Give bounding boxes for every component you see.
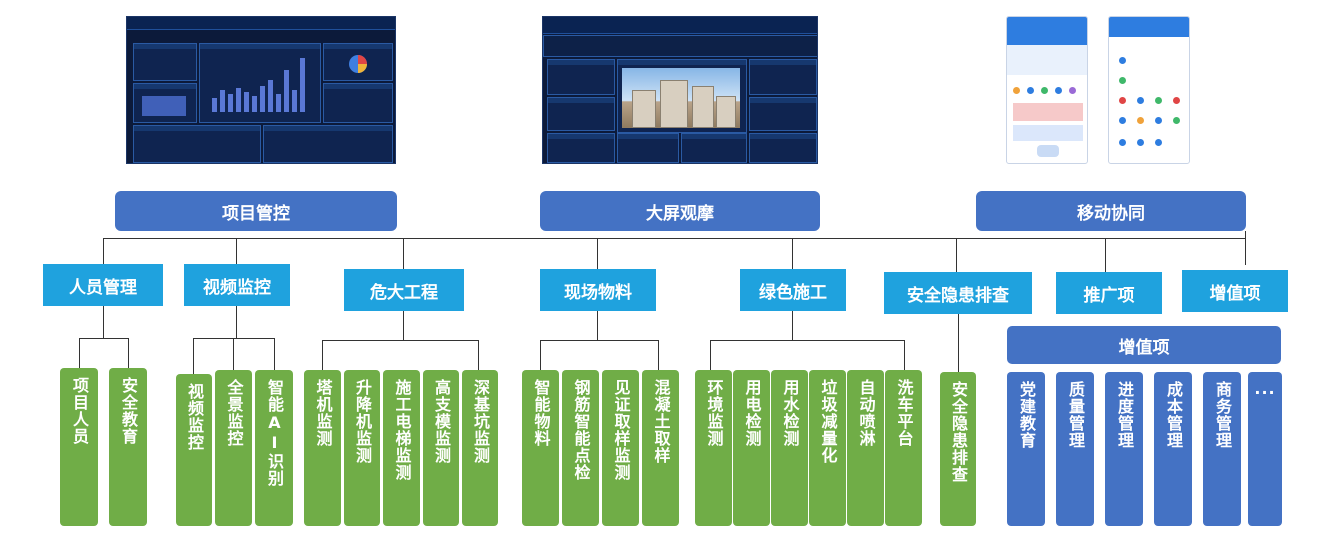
big-screen-screenshot [542,16,818,164]
leaf-cost-management: 成本管理 [1154,372,1192,526]
connector-line [403,311,404,341]
leaf-project-personnel: 项目人员 [60,368,98,526]
connector-line [193,338,275,339]
header-mobile-collab: 移动协同 [976,191,1246,231]
header-big-screen: 大屏观摩 [540,191,820,231]
category-personnel: 人员管理 [43,264,163,306]
connector-line [597,311,598,341]
connector-line [710,340,711,370]
leaf-waste-reduction: 垃圾减量化 [809,370,846,526]
header-project-control: 项目管控 [115,191,397,231]
connector-line [236,238,237,264]
leaf-concrete-sampling: 混凝土取样 [642,370,679,526]
connector-line [904,340,905,370]
connector-line [322,340,323,370]
leaf-hazard-inspection: 安全隐患排查 [940,372,976,526]
leaf-quality-management: 质量管理 [1056,372,1094,526]
value-added-title: 增值项 [1007,326,1281,364]
connector-line [1245,231,1246,265]
leaf-high-formwork: 高支模监测 [423,370,459,526]
category-dangerous-works: 危大工程 [344,269,464,311]
category-promotion: 推广项 [1056,272,1162,314]
leaf-panorama-monitoring: 全景监控 [215,370,252,526]
connector-line [103,306,104,338]
leaf-rebar-check: 钢筋智能点检 [562,370,599,526]
mobile-apps-screenshot [1108,16,1190,164]
category-site-materials: 现场物料 [540,269,656,311]
leaf-progress-management: 进度管理 [1105,372,1143,526]
connector-line [658,340,659,370]
connector-line [710,340,905,341]
connector-line [236,306,237,338]
connector-line [233,338,234,370]
connector-line [958,314,959,372]
connector-line [103,238,104,264]
connector-line [540,340,541,370]
connector-line [193,338,194,374]
leaf-more: ... [1248,372,1282,526]
leaf-car-wash: 洗车平台 [885,370,922,526]
leaf-party-education: 党建教育 [1007,372,1045,526]
connector-line [403,238,404,270]
leaf-water: 用水检测 [771,370,808,526]
category-value-added: 增值项 [1182,270,1288,312]
mobile-home-screenshot [1006,16,1088,164]
connector-line [274,338,275,370]
leaf-ai-recognition: 智能AI识别 [255,370,293,526]
leaf-environment: 环境监测 [695,370,732,526]
leaf-safety-education: 安全教育 [109,368,147,526]
leaf-deep-pit: 深基坑监测 [462,370,498,526]
category-green-construction: 绿色施工 [740,269,846,311]
leaf-electricity: 用电检测 [733,370,770,526]
leaf-construction-elevator: 施工电梯监测 [383,370,420,526]
leaf-lift: 升降机监测 [344,370,380,526]
category-hazard-inspection: 安全隐患排查 [884,272,1032,314]
connector-line [322,340,479,341]
leaf-witness-sampling: 见证取样监测 [602,370,639,526]
connector-line [128,338,129,368]
connector-line [478,340,479,370]
connector-line [956,238,957,272]
leaf-business-management: 商务管理 [1203,372,1241,526]
connector-line [79,338,80,368]
leaf-smart-materials: 智能物料 [522,370,559,526]
category-video: 视频监控 [184,264,290,306]
project-dashboard-screenshot [126,16,396,164]
leaf-video-monitoring: 视频监控 [176,374,212,526]
connector-line [540,340,659,341]
connector-line [792,311,793,341]
connector-line [1105,238,1106,272]
connector-line [597,238,598,270]
connector-line [792,238,793,270]
leaf-tower-crane: 塔机监测 [304,370,341,526]
connector-line [103,238,1246,239]
leaf-auto-spray: 自动喷淋 [847,370,884,526]
connector-line [79,338,129,339]
